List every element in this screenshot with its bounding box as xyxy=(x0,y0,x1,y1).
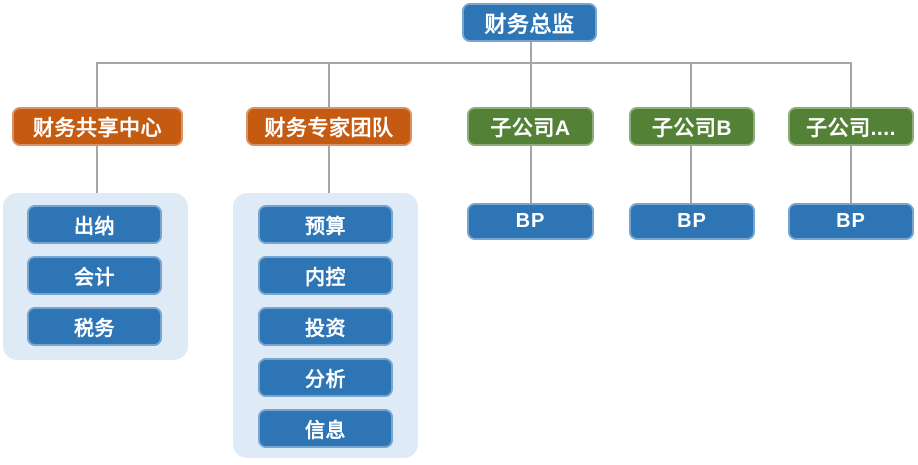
node-tax: 税务 xyxy=(27,307,162,346)
connector-sub-more-to-bp xyxy=(850,146,852,203)
group-expert-team-departments: 预算 内控 投资 分析 信息 xyxy=(233,193,418,458)
node-finance-director: 财务总监 xyxy=(462,3,597,42)
node-bp-b: BP xyxy=(629,203,755,240)
node-cashier: 出纳 xyxy=(27,205,162,244)
connector-drop-expert xyxy=(328,62,330,107)
connector-root-down xyxy=(530,42,532,62)
node-subsidiary-a: 子公司A xyxy=(467,107,594,146)
connector-drop-sub-b xyxy=(690,62,692,108)
node-bp-more: BP xyxy=(788,203,914,240)
connector-drop-shared xyxy=(96,62,98,107)
node-budget: 预算 xyxy=(258,205,393,244)
node-bp-a: BP xyxy=(467,203,594,240)
connector-drop-sub-a xyxy=(530,62,532,108)
node-information: 信息 xyxy=(258,409,393,448)
node-subsidiary-more: 子公司.... xyxy=(788,107,914,146)
node-internal-control: 内控 xyxy=(258,256,393,295)
connector-shared-to-group xyxy=(96,146,98,193)
node-analysis: 分析 xyxy=(258,358,393,397)
node-accounting: 会计 xyxy=(27,256,162,295)
node-finance-expert-team: 财务专家团队 xyxy=(246,107,412,146)
connector-sub-a-to-bp xyxy=(530,146,532,203)
connector-drop-sub-more xyxy=(850,62,852,108)
connector-sub-b-to-bp xyxy=(690,146,692,203)
group-shared-center-departments: 出纳 会计 税务 xyxy=(3,193,188,360)
node-subsidiary-b: 子公司B xyxy=(629,107,755,146)
node-investment: 投资 xyxy=(258,307,393,346)
connector-main-horizontal xyxy=(96,62,852,64)
connector-expert-to-group xyxy=(328,146,330,193)
node-finance-shared-center: 财务共享中心 xyxy=(12,107,183,146)
